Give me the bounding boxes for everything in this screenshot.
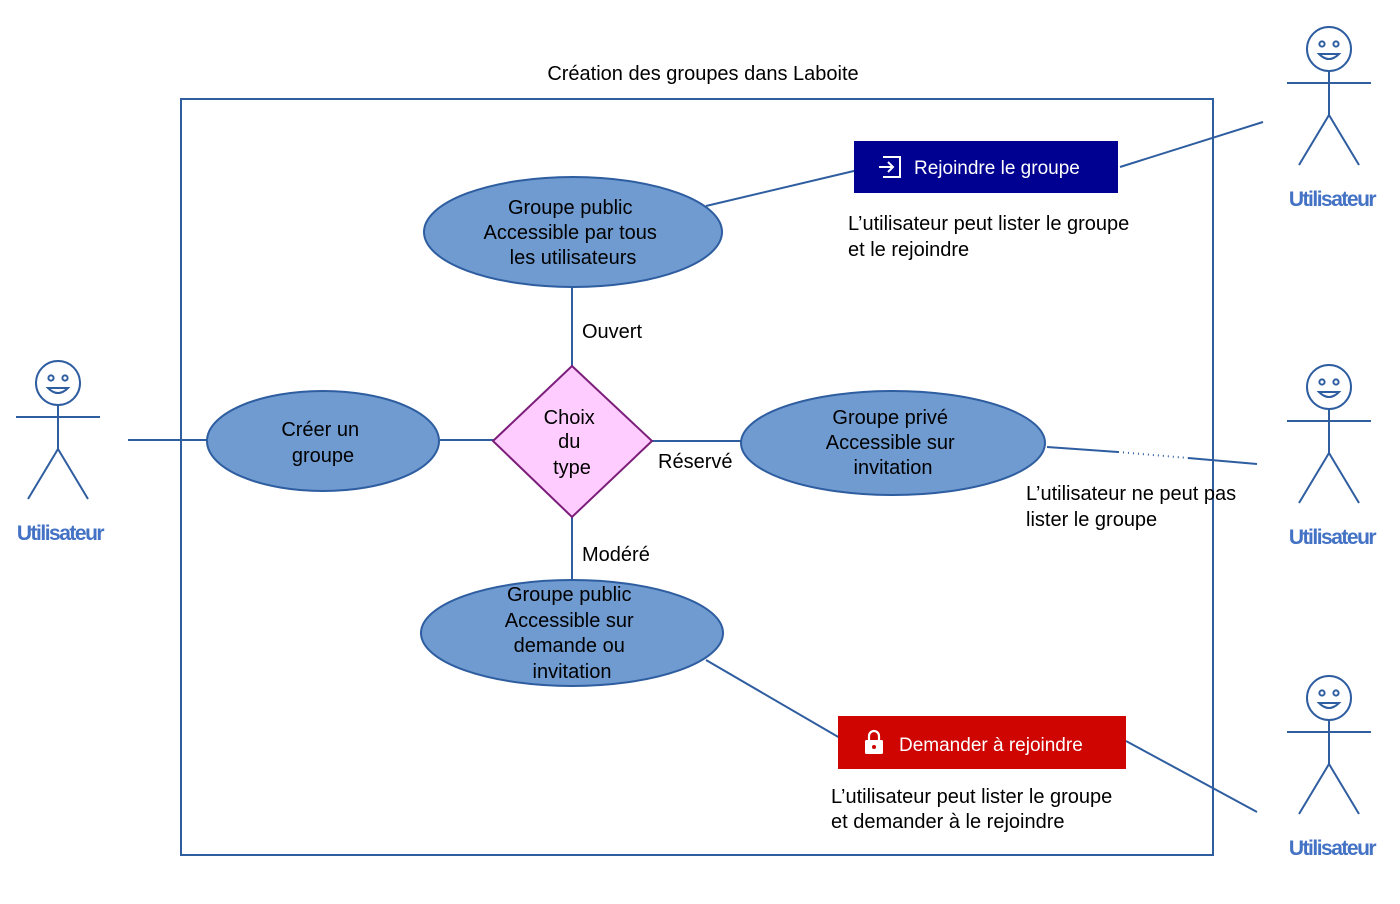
actor-leg-left bbox=[1298, 763, 1330, 815]
use-case-create-group-label: Créer un groupe bbox=[281, 419, 364, 467]
use-case-create-group: Créer un groupe bbox=[206, 390, 440, 492]
actor-eye bbox=[1318, 378, 1326, 386]
request-join-button[interactable]: Demander à rejoindre bbox=[838, 716, 1126, 769]
actor-top-right bbox=[1287, 26, 1371, 166]
actor-eye bbox=[1318, 689, 1326, 697]
note-private: L’utilisateur ne peut pas lister le grou… bbox=[1026, 483, 1242, 531]
use-case-public-open-group: Groupe public Accessible par tous les ut… bbox=[423, 176, 723, 288]
edge-label-reserved: Réservé bbox=[658, 451, 732, 473]
actor-middle-right bbox=[1287, 364, 1371, 504]
actor-smile bbox=[1316, 702, 1342, 709]
lock-icon bbox=[865, 729, 883, 754]
request-join-button-label: Demander à rejoindre bbox=[899, 735, 1083, 756]
use-case-public-open-group-label: Groupe public Accessible par tous les ut… bbox=[484, 197, 663, 269]
actor-head bbox=[1306, 675, 1352, 721]
actor-eye bbox=[1318, 40, 1326, 48]
actor-leg-right bbox=[1328, 452, 1360, 504]
actor-eye bbox=[47, 374, 55, 382]
connector-join-button-actor bbox=[1119, 121, 1264, 168]
actor-leg-right bbox=[1328, 763, 1360, 815]
actor-leg-right bbox=[1328, 114, 1360, 166]
decision-group-type-shape bbox=[491, 364, 654, 519]
edge-label-moderated: Modéré bbox=[582, 544, 650, 566]
actor-leg-left bbox=[1298, 114, 1330, 166]
decision-group-type-label: Choix du type bbox=[544, 407, 601, 479]
actor-head bbox=[35, 360, 81, 406]
use-case-public-moderated-group-shape bbox=[420, 579, 724, 687]
connector-public-join-button bbox=[705, 169, 859, 207]
connectors bbox=[128, 121, 1264, 813]
connector-private-actor bbox=[1046, 446, 1119, 453]
system-boundary bbox=[180, 98, 1214, 856]
actor-bottom-right-label: Utilisateur bbox=[1289, 837, 1377, 860]
note-join: L’utilisateur peut lister le groupe et l… bbox=[848, 213, 1135, 261]
connector-private-actor-end bbox=[1187, 457, 1258, 465]
actor-top-right-label: Utilisateur bbox=[1289, 188, 1377, 211]
connector-moderated-request-button bbox=[705, 659, 841, 739]
actor-smile bbox=[1316, 391, 1342, 398]
use-case-private-group: Groupe privé Accessible sur invitation bbox=[740, 390, 1046, 496]
actor-eye bbox=[1332, 689, 1340, 697]
note-request: L’utilisateur peut lister le groupe et d… bbox=[831, 786, 1118, 833]
edge-label-open: Ouvert bbox=[582, 321, 642, 343]
actor-eye bbox=[1332, 40, 1340, 48]
use-case-private-group-label: Groupe privé Accessible sur invitation bbox=[826, 407, 961, 479]
join-group-button[interactable]: Rejoindre le groupe bbox=[854, 141, 1118, 193]
actor-middle-right-label: Utilisateur bbox=[1289, 526, 1377, 549]
actor-eye bbox=[1332, 378, 1340, 386]
actor-eye bbox=[61, 374, 69, 382]
use-case-public-open-group-shape bbox=[423, 176, 723, 288]
decision-group-type: Choix du type bbox=[491, 364, 654, 519]
actor-left-label: Utilisateur bbox=[17, 522, 105, 545]
actor-head bbox=[1306, 26, 1352, 72]
actor-bottom-right bbox=[1287, 675, 1371, 815]
actor-smile bbox=[45, 387, 71, 394]
actor-smile bbox=[1316, 53, 1342, 60]
diagram-title: Création des groupes dans Laboite bbox=[547, 63, 858, 85]
use-case-create-group-shape bbox=[206, 390, 440, 492]
connector-request-button-actor bbox=[1125, 740, 1258, 813]
use-case-public-moderated-group: Groupe public Accessible sur demande ou … bbox=[420, 579, 724, 687]
join-group-button-label: Rejoindre le groupe bbox=[914, 158, 1080, 179]
actor-leg-right bbox=[57, 448, 89, 500]
enter-icon bbox=[879, 156, 901, 178]
actor-head bbox=[1306, 364, 1352, 410]
actor-left bbox=[16, 360, 100, 500]
use-case-public-moderated-group-label: Groupe public Accessible sur demande ou … bbox=[505, 584, 640, 683]
actor-leg-left bbox=[27, 448, 59, 500]
connector-private-actor-dotted bbox=[1117, 451, 1189, 459]
actor-leg-left bbox=[1298, 452, 1330, 504]
use-case-private-group-shape bbox=[740, 390, 1046, 496]
